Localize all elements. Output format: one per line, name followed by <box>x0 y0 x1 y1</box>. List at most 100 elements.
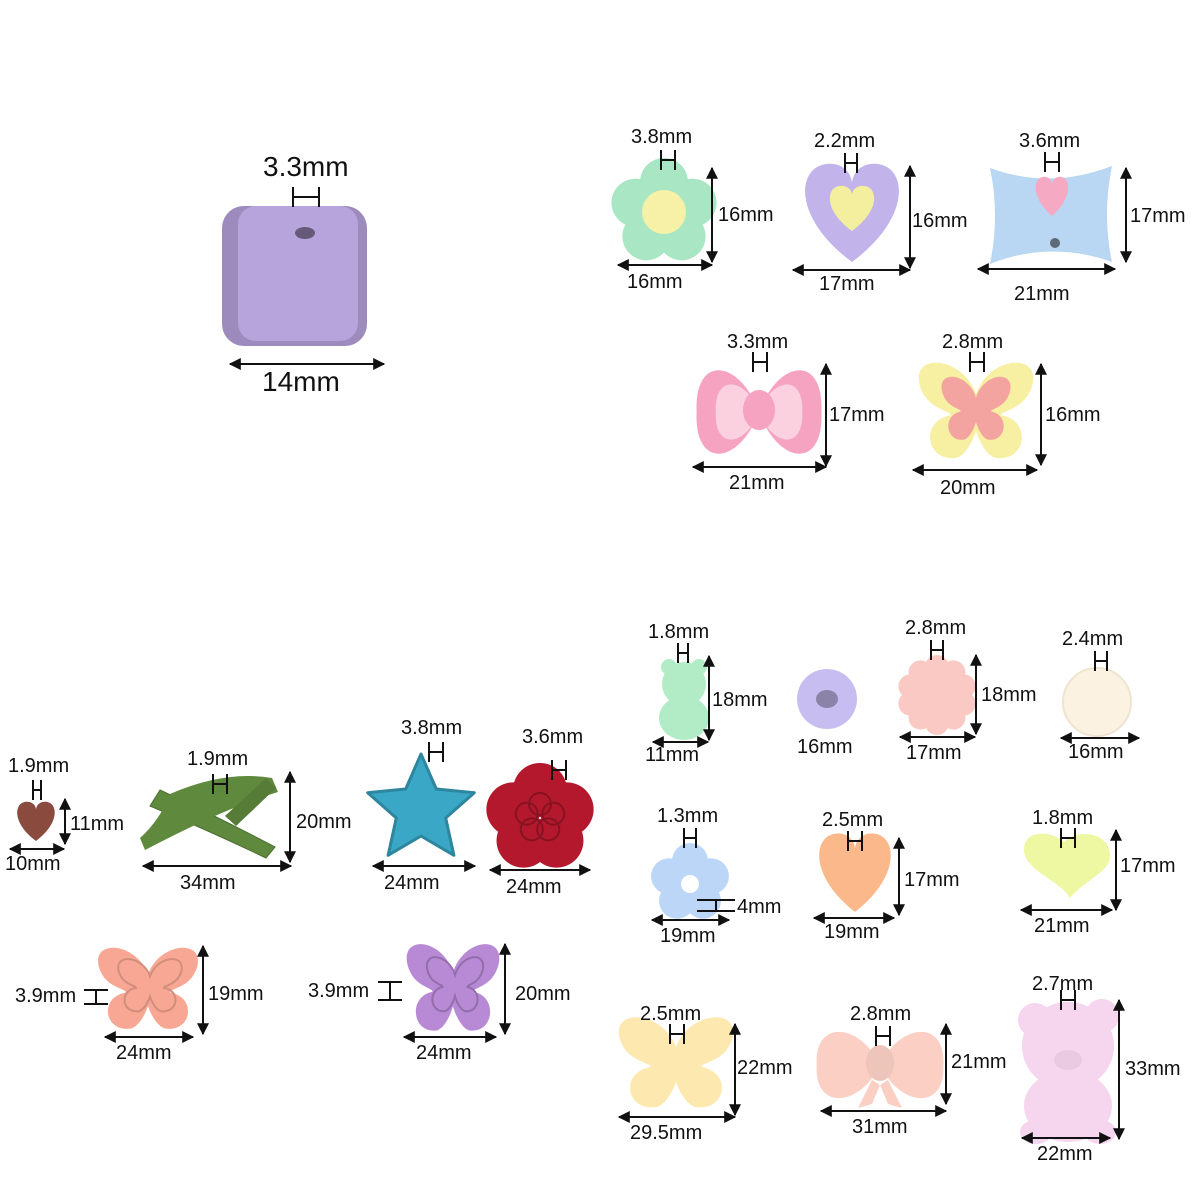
flower-red-width-label: 24mm <box>506 876 562 898</box>
cube-bead <box>222 206 367 346</box>
flower-peach-hole-mark <box>930 640 944 660</box>
butterfly-cream-hole-mark <box>669 1024 685 1044</box>
bear-pink-width-label: 22mm <box>1037 1143 1093 1165</box>
bow-green-height-label: 20mm <box>296 811 352 833</box>
heart-orange-hole-mark <box>847 831 863 851</box>
heart-lime-hole-mark <box>1060 828 1076 848</box>
butterfly-purple-hole-label: 3.9mm <box>308 980 370 1002</box>
heart-lavender-hole-mark <box>844 153 858 173</box>
heart-brown-bead <box>17 801 55 841</box>
bow-peach-bead <box>816 1031 944 1108</box>
butterfly-cream-width-label: 29.5mm <box>630 1122 703 1144</box>
bow-pink-width-label: 21mm <box>729 472 785 494</box>
cube-width-label: 14mm <box>262 366 340 397</box>
bow-peach-hole-label: 2.8mm <box>850 1003 912 1025</box>
butterfly-yellow-bead <box>918 362 1034 459</box>
bow-green-bead <box>140 776 278 859</box>
butterfly-yellow-height-label: 16mm <box>1045 404 1101 426</box>
heart-lime-height-label: 17mm <box>1120 855 1176 877</box>
flower-red-bead <box>486 763 594 868</box>
flower-peach-bead <box>898 655 976 735</box>
candy-blue-height-label: 17mm <box>1130 205 1186 227</box>
butterfly-yellow-width-label: 20mm <box>940 477 996 499</box>
donut-blue-hole-label: 1.3mm <box>657 805 719 827</box>
butterfly-salmon-hole-mark <box>84 989 108 1005</box>
butterfly-salmon-bead <box>98 947 198 1029</box>
butterfly-salmon-hole-label: 3.9mm <box>15 985 77 1007</box>
flower-mint-hole-mark <box>660 150 676 170</box>
donut-blue-bead <box>651 843 729 919</box>
flower-mint-height-label: 16mm <box>718 204 774 226</box>
heart-orange-bead <box>819 833 891 912</box>
butterfly-purple-height-label: 20mm <box>515 983 571 1005</box>
butterfly-cream-hole-label: 2.5mm <box>640 1003 702 1025</box>
butterfly-purple-bead <box>406 944 500 1031</box>
heart-lavender-width-label: 17mm <box>819 273 875 295</box>
butterfly-purple-width-label: 24mm <box>416 1042 472 1064</box>
heart-orange-hole-label: 2.5mm <box>822 809 884 831</box>
bear-mint-hole-label: 1.8mm <box>648 621 710 643</box>
butterfly-purple-hole-mark <box>378 981 402 1001</box>
cube-hole-label: 3.3mm <box>263 151 349 182</box>
heart-lime-bead <box>1023 833 1110 898</box>
donut-blue-width-label: 19mm <box>660 925 716 947</box>
bear-mint-width-label: 11mm <box>645 744 700 766</box>
heart-lavender-hole-label: 2.2mm <box>814 130 876 152</box>
bow-peach-hole-mark <box>875 1026 891 1046</box>
butterfly-yellow-hole-mark <box>969 352 985 372</box>
candy-blue-hole-label: 3.6mm <box>1019 130 1081 152</box>
bow-green-hole-label: 1.9mm <box>187 748 249 770</box>
bow-green-width-label: 34mm <box>180 872 236 894</box>
ball-cream-hole-mark <box>1094 651 1108 671</box>
butterfly-yellow-hole-label: 2.8mm <box>942 331 1004 353</box>
flower-red-hole-mark <box>551 760 567 780</box>
flower-mint-width-label: 16mm <box>627 271 683 293</box>
bow-green-hole-mark <box>212 774 228 794</box>
star-blue-width-label: 24mm <box>384 872 440 894</box>
butterfly-cream-bead <box>618 1017 734 1108</box>
flower-red-hole-label: 3.6mm <box>522 726 584 748</box>
heart-brown-height-label: 11mm <box>70 813 125 835</box>
hole <box>295 227 315 239</box>
bow-pink-hole-label: 3.3mm <box>727 331 789 353</box>
butterfly-cream-height-label: 22mm <box>737 1057 793 1079</box>
donut-hole <box>681 875 699 893</box>
heart-orange-height-label: 17mm <box>904 869 960 891</box>
butterfly-salmon-height-label: 19mm <box>208 983 264 1005</box>
bear-pink-hole-mark <box>1060 990 1076 1010</box>
candy-blue-hole-mark <box>1044 152 1060 172</box>
bear-mint-height-label: 18mm <box>712 689 768 711</box>
bow-peach-width-label: 31mm <box>852 1116 908 1138</box>
donut-blue-inner-label: 4mm <box>737 896 782 918</box>
candy-blue-width-label: 21mm <box>1014 283 1070 305</box>
star-blue-hole-mark <box>428 742 444 762</box>
bow-pink-bead <box>696 370 822 454</box>
donut-blue-hole-mark <box>683 828 697 848</box>
heart-brown-width-label: 10mm <box>5 853 61 875</box>
ball-lavender-bead <box>797 669 857 729</box>
butterfly-salmon-width-label: 24mm <box>116 1042 172 1064</box>
cube-hole-mark <box>292 187 320 207</box>
bear-pink-hole-label: 2.7mm <box>1032 973 1094 995</box>
ball-lavender-width-label: 16mm <box>797 736 853 758</box>
heart-orange-width-label: 19mm <box>824 921 880 943</box>
star-blue-hole-label: 3.8mm <box>401 717 463 739</box>
heart-lavender-bead <box>805 163 899 262</box>
flower-peach-hole-label: 2.8mm <box>905 617 967 639</box>
bow-peach-height-label: 21mm <box>951 1051 1007 1073</box>
flower-peach-height-label: 18mm <box>981 684 1037 706</box>
bear-pink-bead <box>1018 999 1119 1144</box>
heart-brown-hole-mark <box>32 780 42 800</box>
heart-lime-width-label: 21mm <box>1034 915 1090 937</box>
bear-mint-bead <box>659 659 709 740</box>
donut-inner-mark <box>697 899 735 912</box>
heart-lavender-height-label: 16mm <box>912 210 968 232</box>
heart-brown-hole-label: 1.9mm <box>8 755 70 777</box>
ball-cream-hole-label: 2.4mm <box>1062 628 1124 650</box>
flower-mint-bead <box>611 158 717 261</box>
candy-blue-bead <box>990 166 1112 264</box>
bear-pink-height-label: 33mm <box>1125 1058 1181 1080</box>
flower-mint-hole-label: 3.8mm <box>631 126 693 148</box>
